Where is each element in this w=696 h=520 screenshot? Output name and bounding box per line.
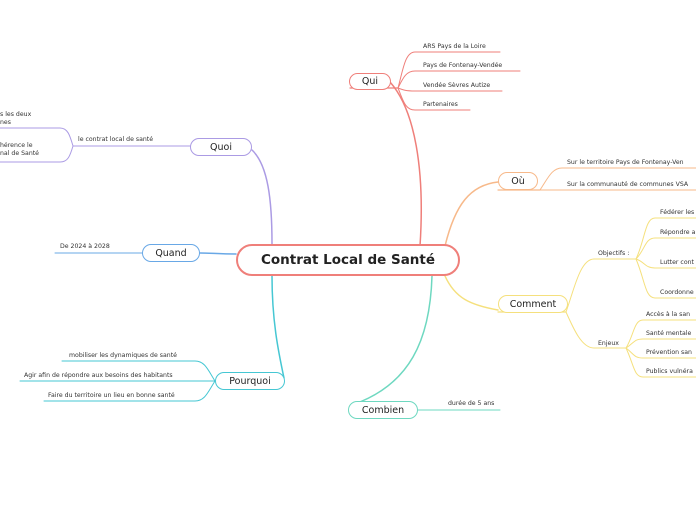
pourquoi-item-faire[interactable]: Faire du territoire un lieu en bonne san… <box>48 392 175 399</box>
branch-qui[interactable]: Qui <box>349 73 391 90</box>
quoi-subitem-line[interactable]: nal de Santé <box>0 150 39 157</box>
quoi-subitem-line[interactable]: hérence le <box>0 142 33 149</box>
quoi-subitem-line[interactable]: s les deux <box>0 111 32 118</box>
link-enjeux-item <box>625 347 696 359</box>
qui-item-vendee-sevres[interactable]: Vendée Sèvres Autize <box>423 82 491 89</box>
objectif-item-federer[interactable]: Fédérer les <box>660 209 695 216</box>
comment-objectifs-label[interactable]: Objectifs : <box>598 250 630 257</box>
link-enjeux-item <box>625 319 696 349</box>
objectif-item-repondre[interactable]: Répondre a <box>660 229 696 236</box>
link-qui-item <box>397 87 471 111</box>
link-qui-item <box>397 51 501 89</box>
link-enjeux-item <box>625 347 696 378</box>
qui-item-ars[interactable]: ARS Pays de la Loire <box>423 43 486 50</box>
link-objectifs-item <box>635 258 696 299</box>
link-center-combien <box>351 275 433 406</box>
pourquoi-item-mobiliser[interactable]: mobiliser les dynamiques de santé <box>69 352 177 359</box>
link-objectifs-item <box>635 217 696 260</box>
link-objectifs-item <box>635 237 696 260</box>
link-comment-objectifs <box>565 258 637 313</box>
link-center-qui <box>389 81 422 247</box>
branch-pourquoi[interactable]: Pourquoi <box>215 372 285 390</box>
ou-item-communaute[interactable]: Sur la communauté de communes VSA <box>567 181 689 188</box>
link-pourquoi-item <box>61 360 216 382</box>
link-objectifs-item <box>635 258 696 269</box>
link-qui-item <box>397 70 521 89</box>
quoi-item-contrat[interactable]: le contrat local de santé <box>78 136 154 143</box>
enjeu-item-prevention[interactable]: Prévention san <box>646 349 692 356</box>
enjeu-item-sante-mentale[interactable]: Santé mentale <box>646 330 692 337</box>
link-qui-item <box>397 87 503 92</box>
link-center-quoi <box>251 149 273 245</box>
qui-item-pays-fontenay[interactable]: Pays de Fontenay-Vendée <box>423 62 503 69</box>
branch-quoi[interactable]: Quoi <box>190 138 252 156</box>
link-quoi-subitem <box>0 127 74 147</box>
quand-item-dates[interactable]: De 2024 à 2028 <box>60 243 110 250</box>
qui-item-partenaires[interactable]: Partenaires <box>423 101 458 108</box>
branch-comment[interactable]: Comment <box>498 295 568 313</box>
ou-item-territoire[interactable]: Sur le territoire Pays de Fontenay-Ven <box>567 159 684 166</box>
link-center-comment <box>444 275 499 311</box>
link-ou-item <box>539 167 696 191</box>
link-center-quand <box>199 252 237 255</box>
link-pourquoi-item <box>43 380 216 402</box>
branch-ou[interactable]: Où <box>498 172 538 190</box>
link-center-pourquoi <box>271 275 285 379</box>
central-topic[interactable]: Contrat Local de Santé <box>236 244 460 276</box>
pourquoi-item-agir[interactable]: Agir afin de répondre aux besoins des ha… <box>24 372 173 379</box>
link-center-ou <box>444 181 499 247</box>
objectif-item-coordonner[interactable]: Coordonne <box>660 289 694 296</box>
link-enjeux-item <box>625 338 696 349</box>
combien-item-duree[interactable]: durée de 5 ans <box>448 400 495 407</box>
comment-enjeux-label[interactable]: Enjeux <box>598 340 619 347</box>
branch-quand[interactable]: Quand <box>142 244 200 262</box>
quoi-subitem-line[interactable]: nes <box>0 119 11 126</box>
objectif-item-lutter[interactable]: Lutter cont <box>660 259 694 266</box>
link-comment-enjeux <box>565 311 627 349</box>
link-quoi-subitem <box>0 145 74 163</box>
branch-combien[interactable]: Combien <box>348 401 418 419</box>
enjeu-item-publics[interactable]: Publics vulnéra <box>646 368 693 375</box>
enjeu-item-acces[interactable]: Accès à la san <box>646 311 691 318</box>
